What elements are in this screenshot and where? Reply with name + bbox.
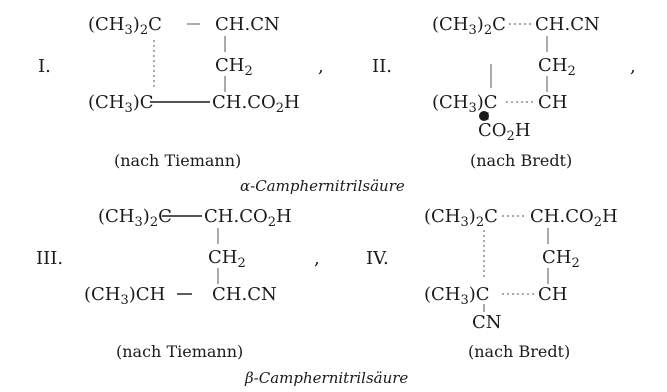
structure-2: II. (CH3)2C CH.CN CH2 (CH3)C CH CO2H , (… — [372, 14, 636, 170]
structure-4-bottom-left: (CH3)C — [424, 284, 490, 308]
structure-4-middle: CH2 — [542, 247, 580, 271]
structure-1-top-left: (CH3)2C — [88, 14, 162, 38]
structure-3-top-left: (CH3)2C — [98, 206, 172, 230]
structure-1-numeral: I. — [38, 56, 51, 77]
structure-4-numeral: IV. — [366, 248, 389, 269]
structure-2-separator: , — [630, 56, 636, 77]
structure-3-bottom-right: CH.CN — [212, 284, 277, 305]
structure-1-bottom-right: CH.CO2H — [212, 92, 300, 116]
structure-3-bottom-left: (CH3)CH — [84, 284, 165, 308]
structure-1: I. (CH3)2C CH.CN CH2 (CH3)C CH.CO2H , (n… — [38, 14, 324, 170]
structure-1-separator: , — [318, 56, 324, 77]
structure-2-substituent: CO2H — [478, 120, 531, 144]
structure-3-separator: , — [314, 248, 320, 269]
title-beta: β-Camphernitrilsäure — [244, 369, 408, 387]
structure-2-caption: (nach Bredt) — [470, 151, 572, 170]
structure-3-numeral: III. — [36, 248, 63, 269]
structure-2-bottom-left: (CH3)C — [432, 92, 498, 116]
structure-4-bottom-right: CH — [538, 284, 567, 305]
structure-3-top-right: CH.CO2H — [204, 206, 292, 230]
structure-4-substituent: CN — [472, 312, 502, 333]
structure-2-top-left: (CH3)2C — [432, 14, 506, 38]
title-alpha: α-Camphernitrilsäure — [240, 177, 405, 195]
structure-3-middle: CH2 — [208, 247, 246, 271]
structure-2-bottom-right: CH — [538, 92, 567, 113]
structure-3: III. (CH3)2C CH.CO2H CH2 (CH3)CH CH.CN ,… — [36, 206, 320, 361]
ink-blot-mark — [479, 111, 489, 121]
structure-2-middle: CH2 — [538, 55, 576, 79]
structure-2-numeral: II. — [372, 56, 392, 77]
structure-4-caption: (nach Bredt) — [468, 342, 570, 361]
structure-1-middle: CH2 — [215, 55, 253, 79]
structure-4: IV. (CH3)2C CH.CO2H CH2 (CH3)C CH CN (na… — [366, 206, 618, 361]
structure-4-top-right: CH.CO2H — [530, 206, 618, 230]
structure-3-caption: (nach Tiemann) — [116, 342, 243, 361]
structure-1-bottom-left: (CH3)C — [88, 92, 154, 116]
structure-1-caption: (nach Tiemann) — [114, 151, 241, 170]
structure-1-top-right: CH.CN — [215, 14, 280, 35]
structure-4-top-left: (CH3)2C — [424, 206, 498, 230]
structure-2-top-right: CH.CN — [535, 14, 600, 35]
